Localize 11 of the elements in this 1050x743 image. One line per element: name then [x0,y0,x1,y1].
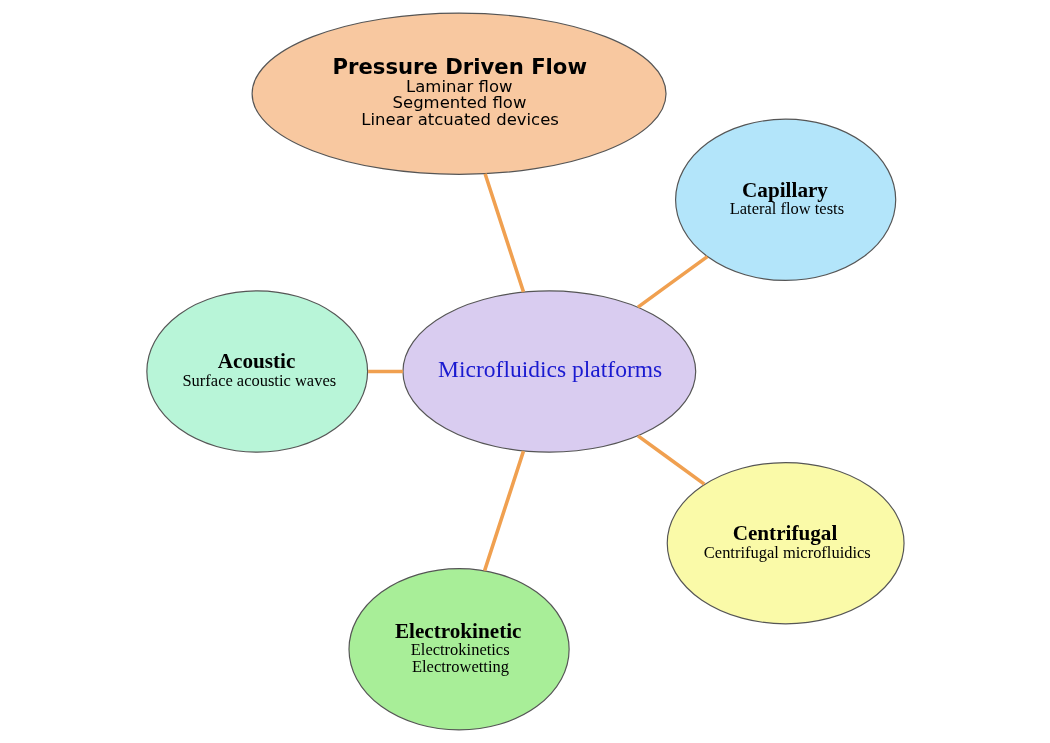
connector [482,173,525,293]
connector [636,255,708,309]
node-ellipse: Electrokinetic Electrokinetics Electrowetting [347,568,570,731]
connector [636,434,705,486]
node-ellipse: Acoustic Surface acoustic waves [145,290,368,453]
node-ellipse: Capillary Lateral flow tests [674,118,896,282]
connector [367,369,403,374]
node-ellipse: Centrifugal Centrifugal microfluidics [666,461,905,625]
node-ellipse: Microfluidics platforms [401,290,696,453]
node-ellipse: Pressure Driven Flow Laminar flow Segmented flow Linear atcuated devices [251,12,667,175]
connector [482,450,525,572]
